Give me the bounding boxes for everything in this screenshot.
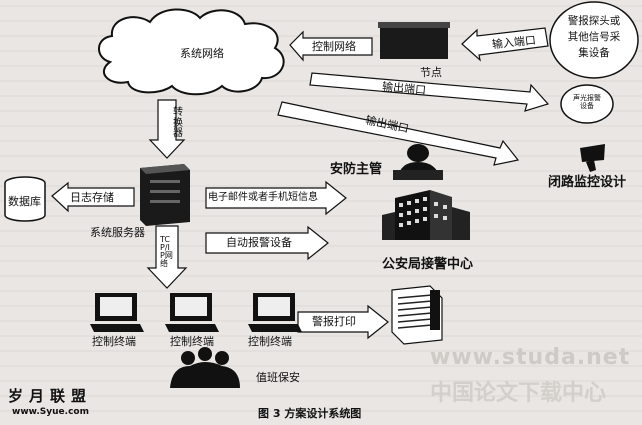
node-label: 节点 <box>420 66 442 79</box>
auto-alarm-arrow <box>205 225 329 261</box>
control-network-label: 控制网络 <box>312 40 356 53</box>
cctv-label: 闭路监控设计 <box>548 175 627 190</box>
alarm-print-arrow <box>297 304 389 340</box>
police-label: 公安局接警中心 <box>382 257 474 272</box>
email-arrow <box>205 180 347 216</box>
logo-url: www.Syue.com <box>12 407 89 417</box>
terminal-icon-1 <box>90 293 144 332</box>
guards-label: 值班保安 <box>256 371 300 384</box>
alarm-print-label: 警报打印 <box>312 315 356 328</box>
network-cloud <box>98 8 285 96</box>
guards-icon <box>170 347 240 388</box>
tcpip-label: TCP/IP网络 <box>160 235 173 268</box>
terminal-label-3: 控制终端 <box>248 335 292 348</box>
watermark-site: www.studa.net <box>430 345 631 370</box>
sensor-label: 警报探头或 其他信号采 集设备 <box>567 15 621 59</box>
security-chief-label: 安防主管 <box>330 162 383 177</box>
sensor-bubble <box>549 1 639 79</box>
database-label: 数据库 <box>8 195 41 208</box>
server-icon <box>140 164 190 226</box>
output-port-arrow-2 <box>277 101 520 166</box>
watermark-site-cn: 中国论文下载中心 <box>430 381 607 406</box>
log-storage-arrow <box>51 181 135 213</box>
camera-icon <box>580 144 605 162</box>
output-port-arrow-1 <box>309 72 550 112</box>
input-port-arrow <box>461 27 549 62</box>
security-chief-icon <box>393 144 443 180</box>
logo-text: 岁月联盟 <box>8 387 93 405</box>
alarm-device-label: 声光报警 设备 <box>573 94 601 110</box>
converter-arrow <box>148 99 186 159</box>
auto-alarm-label: 自动报警设备 <box>226 236 292 249</box>
terminal-icon-3 <box>248 293 302 332</box>
server-label: 系统服务器 <box>90 226 145 239</box>
figure-caption: 图 3 方案设计系统图 <box>258 407 362 420</box>
log-storage-label: 日志存储 <box>70 191 114 204</box>
alarm-device-bubble <box>560 84 614 124</box>
converter-label: 转换器 <box>173 107 183 139</box>
police-building-icon <box>382 190 470 240</box>
terminal-label-2: 控制终端 <box>170 335 214 348</box>
database-icon <box>4 176 46 222</box>
email-sms-label: 电子邮件或者手机短信息 <box>208 192 318 203</box>
tcpip-arrow <box>146 225 188 289</box>
terminal-icon-2 <box>165 293 219 332</box>
printer-icon <box>391 285 443 345</box>
node-box <box>380 25 448 59</box>
control-network-arrow <box>289 30 373 62</box>
network-label: 系统网络 <box>180 47 224 60</box>
terminal-label-1: 控制终端 <box>92 335 136 348</box>
